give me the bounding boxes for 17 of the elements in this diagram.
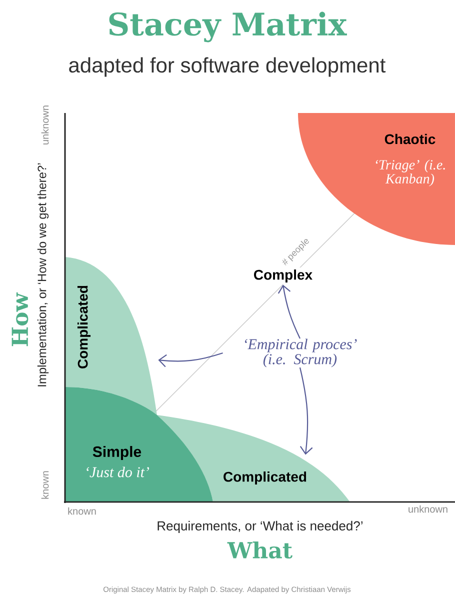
- title: Stacey Matrix: [109, 12, 347, 42]
- subtitle: adapted for software development: [69, 57, 386, 77]
- complicated-region: Complicated: [65, 257, 157, 415]
- arrow: [278, 284, 300, 339]
- axis-title: How: [12, 292, 28, 346]
- arrow: [158, 352, 223, 368]
- axis-label: Implementation, or ‘How do we get there?’: [37, 163, 49, 386]
- axis-end-label: unknown: [408, 505, 448, 513]
- region-label: Complex: [251, 267, 315, 285]
- complicated-region: Complicated: [157, 415, 350, 502]
- simple-region: Simple ‘Just do it’: [65, 387, 213, 502]
- process-note: ‘Empirical proces’ (i.e. Scrum): [245, 338, 357, 368]
- axis-end-label: known: [41, 471, 49, 499]
- axis-end-label: unknown: [41, 106, 49, 144]
- axis-label: Requirements, or ‘What is needed?’: [158, 520, 362, 534]
- axis-title: What: [227, 541, 292, 559]
- arrow: [299, 367, 313, 455]
